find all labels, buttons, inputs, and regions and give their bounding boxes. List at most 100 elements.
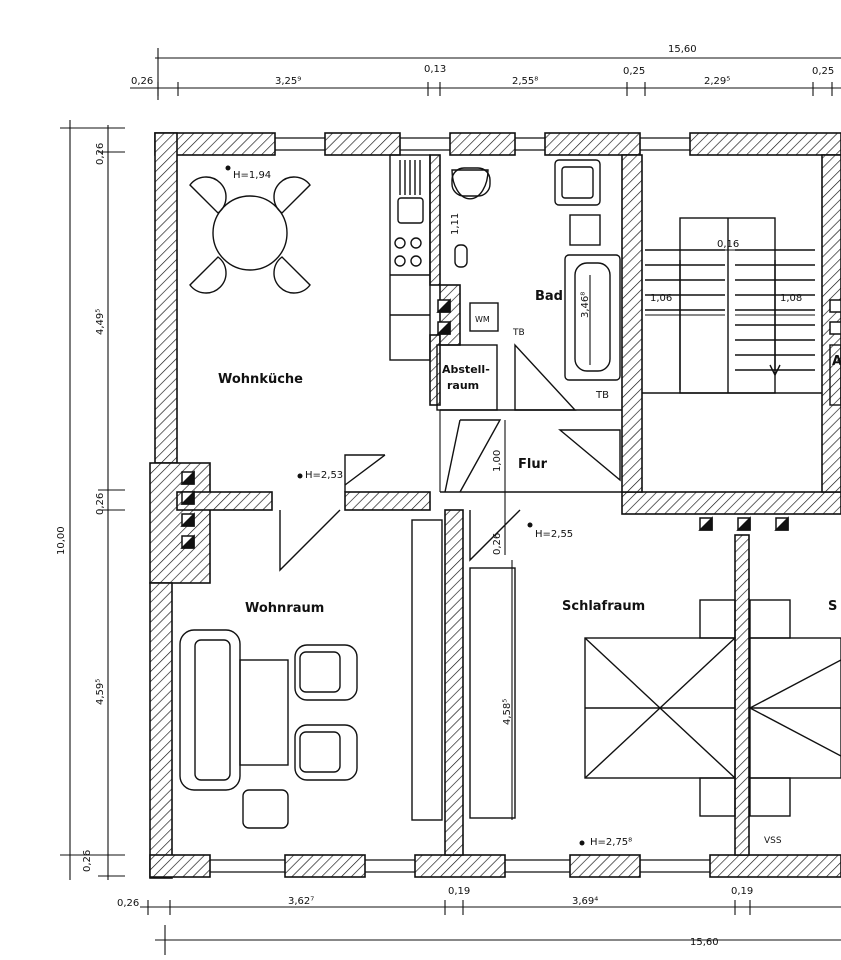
washbasin-small <box>454 244 468 268</box>
dim-bottom-4: 3,69⁴ <box>572 896 598 907</box>
toilet-bowl <box>451 167 491 197</box>
height-points <box>225 165 585 846</box>
dim-left-3: 0,26 <box>95 493 106 515</box>
chimney-flues <box>180 298 841 549</box>
coffee-table <box>239 659 289 766</box>
cabinet <box>569 214 601 246</box>
dim-bottom-5: 0,19 <box>731 886 753 897</box>
dim-top-7: 0,25 <box>812 66 834 77</box>
chair-3 <box>189 256 227 294</box>
dim-stair-left: 1,06 <box>650 293 672 304</box>
wall-top-4 <box>544 132 641 156</box>
nightstand-2 <box>699 777 736 817</box>
height-wohnkueche: H=2,53 <box>305 470 343 481</box>
room-flur: Flur <box>518 457 548 472</box>
dim-bottom-1: 0,26 <box>117 898 139 909</box>
door-bedroom <box>469 509 521 562</box>
dim-left-1: 0,26 <box>95 143 106 165</box>
abstellraum-box <box>436 344 498 411</box>
windows <box>210 137 710 873</box>
room-cut-right-2: A <box>832 354 841 369</box>
nightstand-3 <box>749 599 791 639</box>
dimension-labels: 15,60 0,26 3,25⁹ 0,13 2,55⁸ 0,25 2,29⁵ 0… <box>56 44 834 948</box>
wall-bottom-3 <box>414 854 506 878</box>
wall-bottom-4 <box>569 854 641 878</box>
chair-4 <box>273 256 311 294</box>
room-wohnkueche: Wohnküche <box>218 372 303 387</box>
room-bad: Bad <box>535 289 563 304</box>
dim-left-5: 0,26 <box>82 850 93 872</box>
walls <box>149 132 841 879</box>
height-table: H=1,94 <box>233 170 271 181</box>
room-cut-right-1: S <box>828 599 837 614</box>
dim-left-total: 10,00 <box>56 526 67 555</box>
wall-bottom-2 <box>284 854 366 878</box>
chair-2 <box>273 176 311 214</box>
wall-left-lower <box>149 582 173 879</box>
dim-bottom-2: 3,62⁷ <box>288 896 314 907</box>
dim-top-2: 3,25⁹ <box>275 76 301 87</box>
kitchen-counter <box>389 154 431 361</box>
dim-bottom-total: 15,60 <box>690 937 719 948</box>
wall-left-upper <box>154 132 178 464</box>
wall-kitchen-bath-2 <box>429 334 441 406</box>
dim-inner-wardrobe: 4,58⁵ <box>502 699 513 725</box>
door-bad <box>514 343 577 411</box>
height-flur: H=2,55 <box>535 529 573 540</box>
room-wohnraum: Wohnraum <box>245 601 324 616</box>
washbasin <box>554 159 601 206</box>
ottoman <box>242 789 289 829</box>
height-schlafraum: H=2,75⁸ <box>590 837 632 848</box>
sink <box>397 197 424 224</box>
dining-table <box>212 195 288 271</box>
dim-top-5: 0,25 <box>623 66 645 77</box>
nightstand-4 <box>749 777 791 817</box>
label-tb-2: TB <box>595 390 609 401</box>
door-kitchen <box>344 454 385 492</box>
bathtub <box>564 254 621 381</box>
wall-top-3 <box>449 132 516 156</box>
room-abstellraum-2: raum <box>447 379 479 392</box>
dim-stair-gap: 0,16 <box>717 239 739 250</box>
staircase <box>642 217 822 394</box>
wall-top-5 <box>689 132 841 156</box>
wall-kitchen-bath <box>429 154 441 286</box>
dim-left-2: 4,49⁵ <box>95 309 106 335</box>
wall-bed-right <box>734 534 750 856</box>
nightstand-1 <box>699 599 736 639</box>
door-flur-1 <box>444 419 461 493</box>
wall-mid-1 <box>176 491 273 511</box>
bedroom-wardrobe <box>469 567 516 819</box>
dim-top-4: 2,55⁸ <box>512 76 538 87</box>
wall-left-chimney <box>149 462 211 584</box>
dimension-lines <box>60 48 841 955</box>
fixture-labels: WM TB TB VSS <box>475 315 782 846</box>
height-labels: H=1,94 H=2,53 H=2,55 H=2,75⁸ <box>233 170 632 848</box>
door-living <box>279 509 341 572</box>
dim-top-1: 0,26 <box>131 76 153 87</box>
dim-inner-wall: 0,26 <box>492 533 503 555</box>
wall-mid-3 <box>621 491 841 515</box>
armchair-2 <box>294 724 358 781</box>
label-tb-1: TB <box>512 328 525 338</box>
armchair-1 <box>294 644 358 701</box>
room-schlafraum: Schlafraum <box>562 599 645 614</box>
dim-left-4: 4,59⁵ <box>95 679 106 705</box>
toilet <box>451 169 489 200</box>
dim-inner-flur: 1,00 <box>492 450 503 472</box>
wall-bottom-5 <box>709 854 841 878</box>
room-labels: Wohnküche Bad Abstell- raum Flur Wohnrau… <box>218 289 841 616</box>
cut-room-box <box>829 344 841 406</box>
label-wm: WM <box>475 315 490 324</box>
wall-bath-stair <box>621 154 643 493</box>
wall-bottom-1 <box>149 854 211 878</box>
dim-inner-bathtub: 3,46⁸ <box>580 292 591 318</box>
dim-top-6: 2,29⁵ <box>704 76 730 87</box>
washing-machine <box>469 302 499 332</box>
label-vss: VSS <box>764 836 782 846</box>
dim-stair-right: 1,08 <box>780 293 802 304</box>
dim-inner-bad-window: 1,11 <box>450 213 461 235</box>
room-abstellraum-1: Abstell- <box>442 363 490 376</box>
furniture <box>179 154 841 829</box>
